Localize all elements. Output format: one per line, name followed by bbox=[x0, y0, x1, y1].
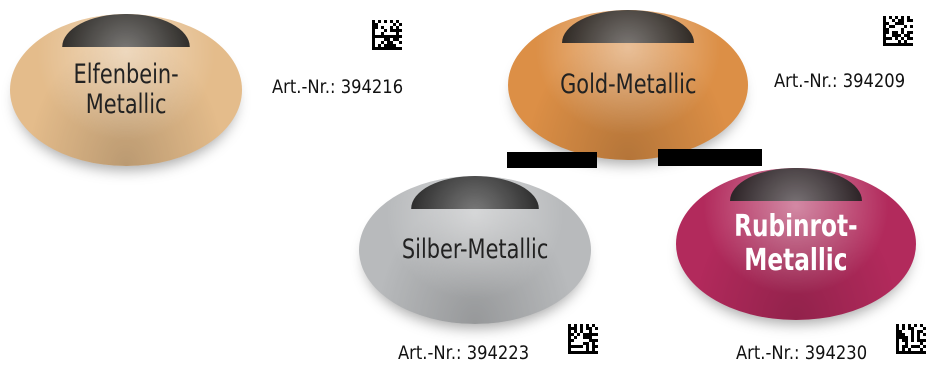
article-number: Art.-Nr.: 394209 bbox=[774, 70, 906, 92]
datamatrix-code-icon bbox=[883, 16, 913, 46]
black-bar bbox=[507, 152, 597, 168]
datamatrix-code-icon bbox=[372, 20, 402, 50]
swatch-rubinrot-metallic: Rubinrot- Metallic bbox=[676, 168, 916, 320]
swatch-label: Elfenbein- Metallic bbox=[73, 58, 179, 120]
black-bar bbox=[658, 149, 762, 166]
swatch-elfenbein-metallic: Elfenbein- Metallic bbox=[10, 14, 242, 166]
datamatrix-code-icon bbox=[896, 324, 926, 354]
article-number: Art.-Nr.: 394230 bbox=[736, 342, 868, 364]
swatch-label: Gold-Metallic bbox=[559, 68, 697, 100]
article-number: Art.-Nr.: 394216 bbox=[272, 76, 404, 98]
article-number: Art.-Nr.: 394223 bbox=[398, 342, 530, 364]
datamatrix-code-icon bbox=[568, 324, 598, 354]
swatch-label: Silber-Metallic bbox=[401, 233, 549, 265]
swatch-label: Rubinrot- Metallic bbox=[734, 209, 858, 278]
swatch-gold-metallic: Gold-Metallic bbox=[508, 10, 748, 160]
swatch-silber-metallic: Silber-Metallic bbox=[359, 176, 591, 324]
